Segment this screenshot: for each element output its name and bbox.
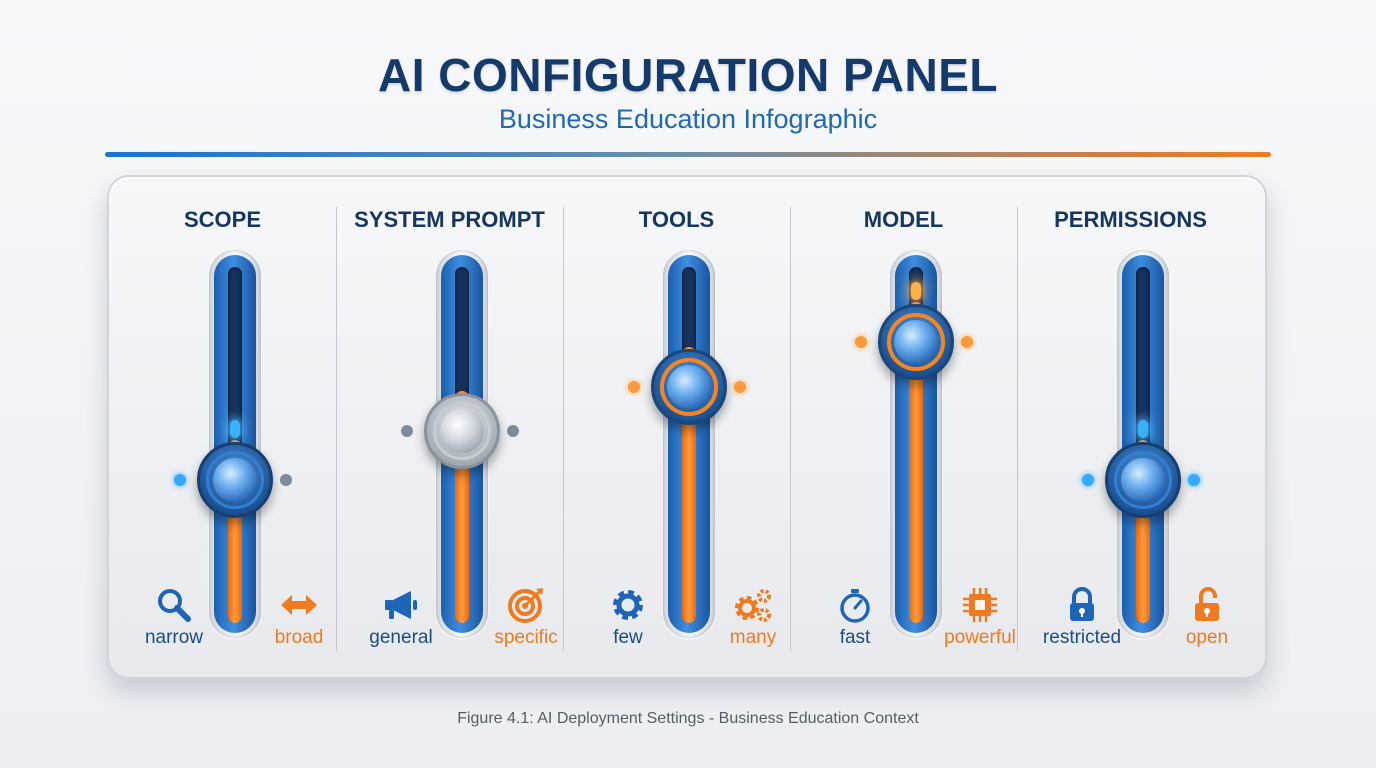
- slider-permissions: PERMISSIONS restricted open: [1017, 177, 1244, 677]
- megaphone-icon: [381, 585, 421, 625]
- chip-icon: [960, 585, 1000, 625]
- slider-title: MODEL: [863, 207, 944, 232]
- slider-title: SYSTEM PROMPT: [354, 207, 545, 232]
- slider-min-label: fast: [839, 627, 871, 648]
- knob-indicator-left: [174, 473, 186, 486]
- knob-indicator-right: [280, 473, 292, 486]
- slider-knob[interactable]: [1105, 441, 1181, 518]
- slider-system-prompt: SYSTEM PROMPT general specific: [336, 177, 563, 677]
- config-panel: SCOPE narrow broad SYSTEM PROMPT general: [107, 175, 1267, 679]
- page-subtitle: Business Education Infographic: [498, 104, 878, 134]
- slider-scope: SCOPE narrow broad: [109, 177, 336, 677]
- header-divider: [105, 152, 1271, 157]
- figure-caption: Figure 4.1: AI Deployment Settings - Bus…: [457, 710, 919, 727]
- knob-indicator-right: [1188, 473, 1200, 486]
- slider-min-label: general: [369, 627, 433, 648]
- target-icon: [506, 585, 546, 625]
- double-arrow-icon: [279, 585, 319, 625]
- slider-max-label: open: [1185, 627, 1229, 648]
- slider-glow: [230, 419, 240, 438]
- page-title: AI CONFIGURATION PANEL: [377, 49, 999, 101]
- knob-indicator-left: [628, 380, 640, 393]
- knob-indicator-left: [401, 425, 413, 438]
- knob-indicator-right: [507, 425, 519, 438]
- magnifier-icon: [154, 585, 194, 625]
- slider-fill: [909, 302, 923, 623]
- slider-tools: TOOLS few many: [563, 177, 790, 677]
- slider-knob[interactable]: [197, 441, 273, 518]
- slider-min-label: restricted: [1042, 627, 1122, 648]
- slider-max-label: broad: [274, 627, 324, 648]
- slider-title: PERMISSIONS: [1054, 207, 1207, 232]
- slider-model: MODEL fast powerful: [790, 177, 1017, 677]
- knob-indicator-right: [961, 336, 973, 349]
- slider-max-label: many: [729, 627, 777, 648]
- knob-indicator-right: [734, 380, 746, 393]
- slider-title: SCOPE: [183, 207, 262, 232]
- lock-icon: [1062, 585, 1102, 625]
- gear-icon: [608, 585, 648, 625]
- slider-glow: [1138, 419, 1148, 438]
- slider-max-label: powerful: [944, 627, 1016, 648]
- stopwatch-icon: [835, 585, 875, 625]
- slider-knob[interactable]: [651, 348, 727, 425]
- slider-min-label: few: [613, 627, 643, 648]
- knob-indicator-left: [1082, 473, 1094, 486]
- slider-knob[interactable]: [424, 393, 500, 470]
- unlock-icon: [1187, 585, 1227, 625]
- slider-max-label: specific: [494, 627, 558, 648]
- gears-icon: [733, 585, 773, 625]
- slider-knob[interactable]: [878, 304, 954, 381]
- knob-indicator-left: [855, 336, 867, 349]
- slider-glow: [911, 282, 921, 301]
- slider-title: TOOLS: [638, 207, 715, 232]
- slider-min-label: narrow: [144, 627, 204, 648]
